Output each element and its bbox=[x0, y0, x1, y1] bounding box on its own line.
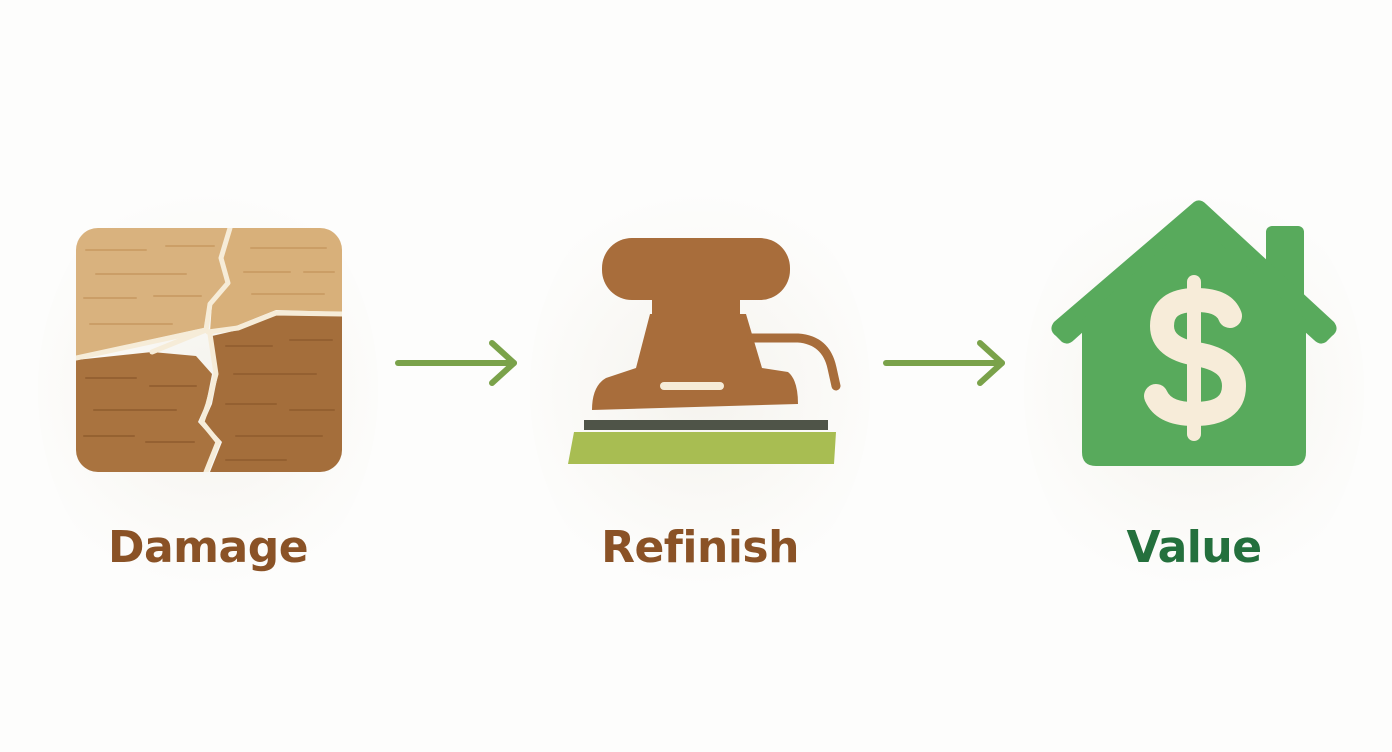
step-refinish: Refinish bbox=[530, 0, 870, 752]
cracked-wood-icon bbox=[76, 228, 342, 472]
house-dollar-icon bbox=[1051, 200, 1337, 466]
step-label-refinish: Refinish bbox=[601, 522, 799, 573]
arrow-right-icon bbox=[395, 340, 517, 386]
step-value: Value bbox=[1024, 0, 1364, 752]
arrow-right-icon bbox=[883, 340, 1005, 386]
step-damage: Damage bbox=[38, 0, 378, 752]
step-label-value: Value bbox=[1126, 522, 1262, 573]
floor-sander-icon bbox=[568, 238, 841, 464]
step-label-damage: Damage bbox=[107, 522, 309, 573]
